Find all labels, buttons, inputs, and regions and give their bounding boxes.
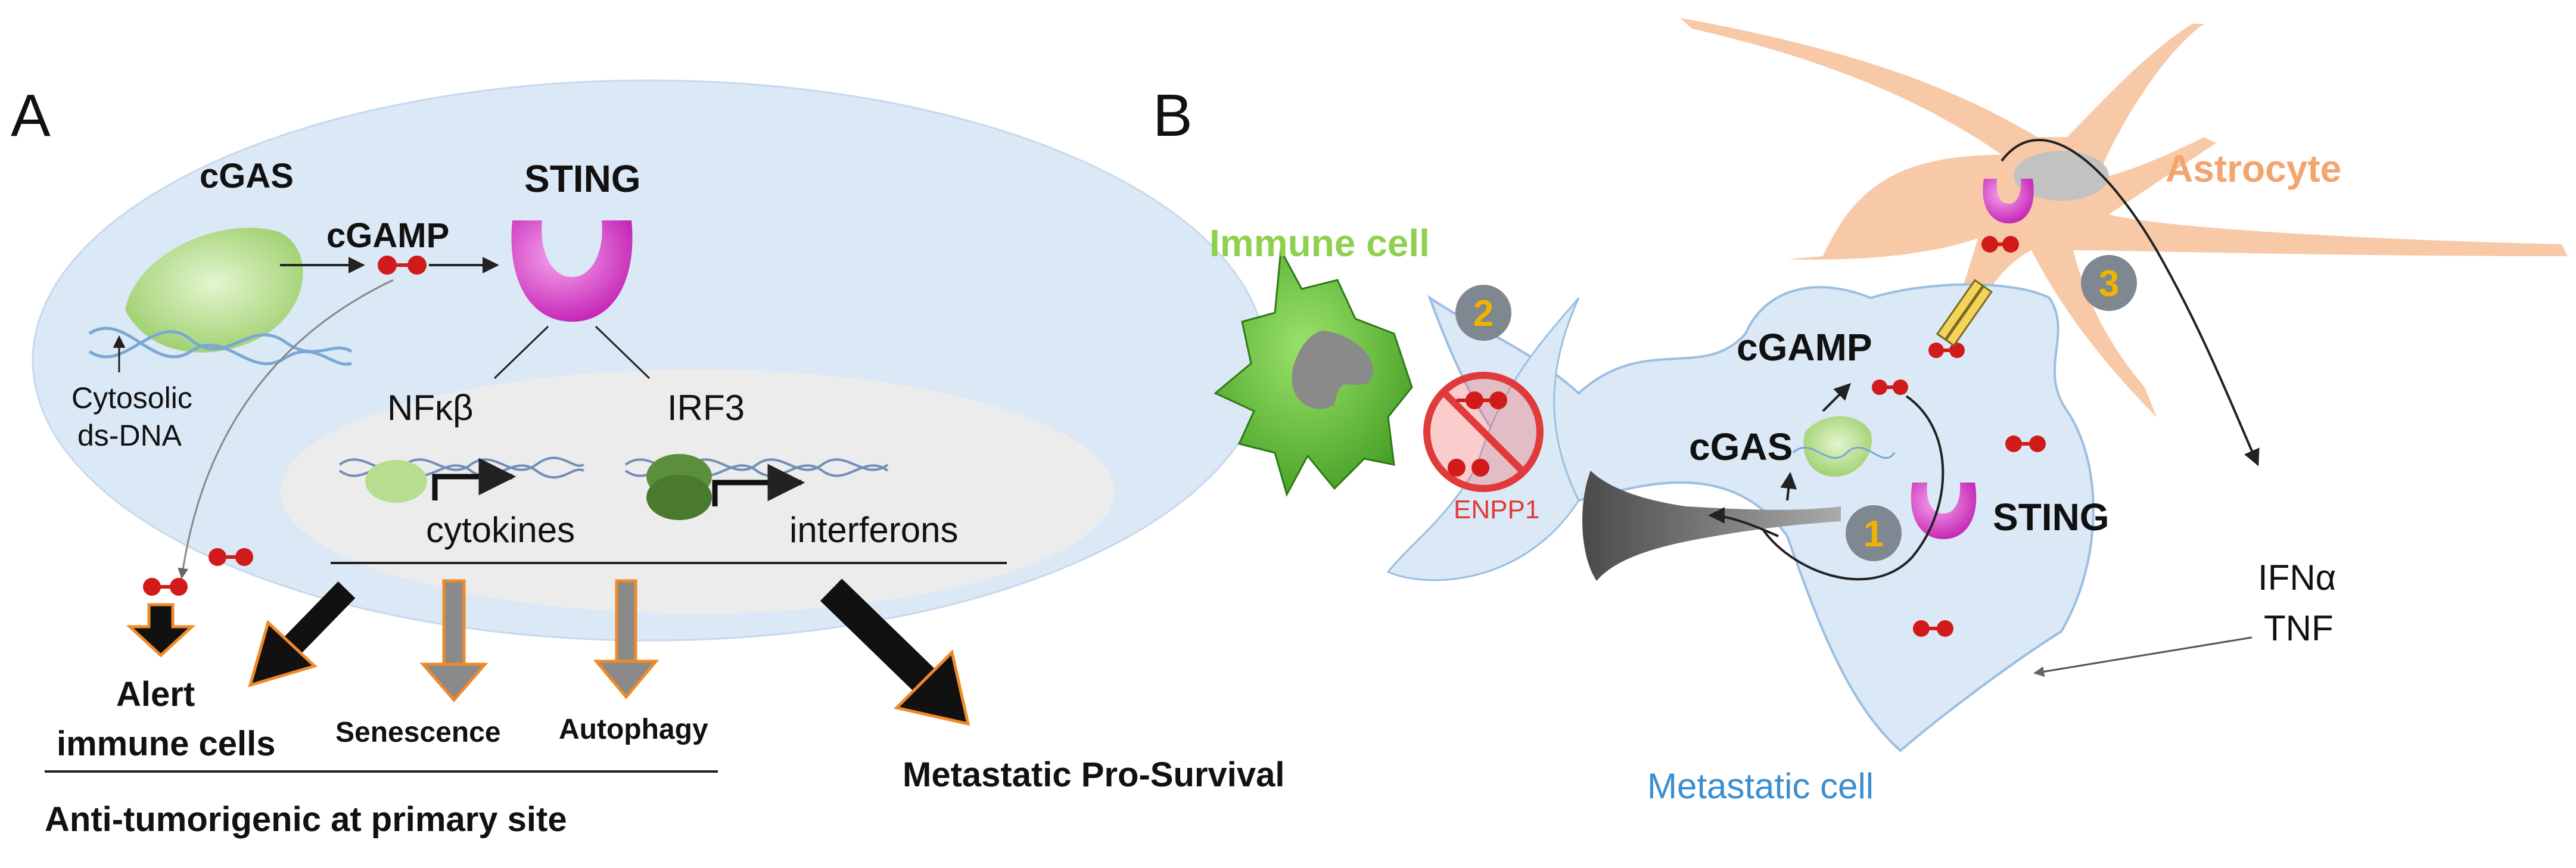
branch-irf3-a <box>595 325 651 379</box>
irf3-label-a: IRF3 <box>667 388 745 428</box>
transcription-arrow-nfkb-a <box>432 458 517 500</box>
cgamp-molecule-b4 <box>1913 620 1953 637</box>
immune-cells-label-a: immune cells <box>57 724 275 763</box>
step-badge-1 <box>1846 505 1902 561</box>
arrow-cgas-cgamp-b <box>1822 383 1851 412</box>
alert-label-a: Alert <box>116 675 195 714</box>
cgamp-molecule-b5 <box>1981 236 2019 253</box>
panel-b-letter: B <box>1153 82 1193 149</box>
cgamp-label-b: cGAMP <box>1737 326 1872 369</box>
signaling-loop-b <box>1762 395 1945 581</box>
cgamp-free-1-a <box>209 548 253 566</box>
step-number-2: 2 <box>1473 293 1494 334</box>
arrow-pro-survival-a <box>820 578 970 726</box>
cgas-protein-b <box>1792 416 1896 477</box>
dsdna-label-a: ds-DNA <box>77 419 182 452</box>
metastatic-protrusion <box>1386 297 1580 581</box>
arrow-ifn-to-cell-b <box>2033 636 2253 677</box>
cgas-label-a: cGAS <box>200 157 294 195</box>
arrow-senescence-a <box>419 579 489 702</box>
axon-structure <box>1582 471 1841 581</box>
ifn-label-b: IFNα <box>2258 558 2336 598</box>
step-badge-3 <box>2081 255 2137 311</box>
step-number-3: 3 <box>2099 263 2119 304</box>
tnf-label-b: TNF <box>2264 608 2334 648</box>
gap-junction-channel <box>1936 279 1993 347</box>
transcription-arrow-irf3-a <box>712 463 805 506</box>
astrocyte <box>1680 18 2568 417</box>
sting-label-b: STING <box>1993 496 2110 539</box>
nfkb-factor-a <box>365 460 427 503</box>
autophagy-label-a: Autophagy <box>559 714 708 745</box>
cgamp-molecule-b2 <box>1872 379 1908 395</box>
signaling-loop-tail-b <box>1708 507 1779 537</box>
secretion-path-a <box>178 279 394 579</box>
astrocyte-label-b: Astrocyte <box>2166 147 2341 190</box>
sting-protein-a <box>511 220 633 322</box>
irf3-factor-front-a <box>646 475 712 520</box>
sting-label-a: STING <box>524 157 641 200</box>
enpp1-label-b: ENPP1 <box>1454 495 1539 524</box>
cgamp-molecule-a <box>378 256 427 275</box>
cgamp-molecule-b1 <box>1928 343 1965 358</box>
pro-survival-label-a: Metastatic Pro-Survival <box>903 755 1284 794</box>
cgamp-molecule-b3 <box>2005 435 2046 452</box>
arrow-axon-cgas-b <box>1780 472 1797 501</box>
metastatic-cell-label-b: Metastatic cell <box>1647 766 1874 806</box>
secretion-arrow-b <box>2001 139 2260 466</box>
cytosolic-label-a: Cytosolic <box>71 381 192 415</box>
arrow-alert-a <box>248 581 356 687</box>
cytokines-label-a: cytokines <box>426 510 575 550</box>
sting-protein-astrocyte <box>1983 179 2034 223</box>
step-badge-2 <box>1455 285 1511 341</box>
nfkb-label-a: NFκβ <box>387 388 474 428</box>
cgamp-free-2-a <box>143 578 188 596</box>
cgas-label-b: cGAS <box>1689 425 1793 468</box>
step-number-1: 1 <box>1863 514 1884 555</box>
immune-cell-label-b: Immune cell <box>1209 222 1430 265</box>
enpp1-inhibition <box>1423 372 1544 492</box>
panel-a-letter: A <box>11 82 51 149</box>
branch-nfkb-a <box>493 325 549 379</box>
interferons-label-a: interferons <box>789 510 958 550</box>
sting-protein-b <box>1911 483 1977 539</box>
cgas-protein-a <box>88 228 353 366</box>
cgamp-label-a: cGAMP <box>326 216 449 255</box>
arrow-autophagy-a <box>593 579 659 699</box>
senescence-label-a: Senescence <box>335 717 501 748</box>
immune-nucleus <box>1292 331 1373 409</box>
alert-arrow-a <box>126 603 196 658</box>
anti-tumorigenic-label-a: Anti-tumorigenic at primary site <box>45 800 567 839</box>
